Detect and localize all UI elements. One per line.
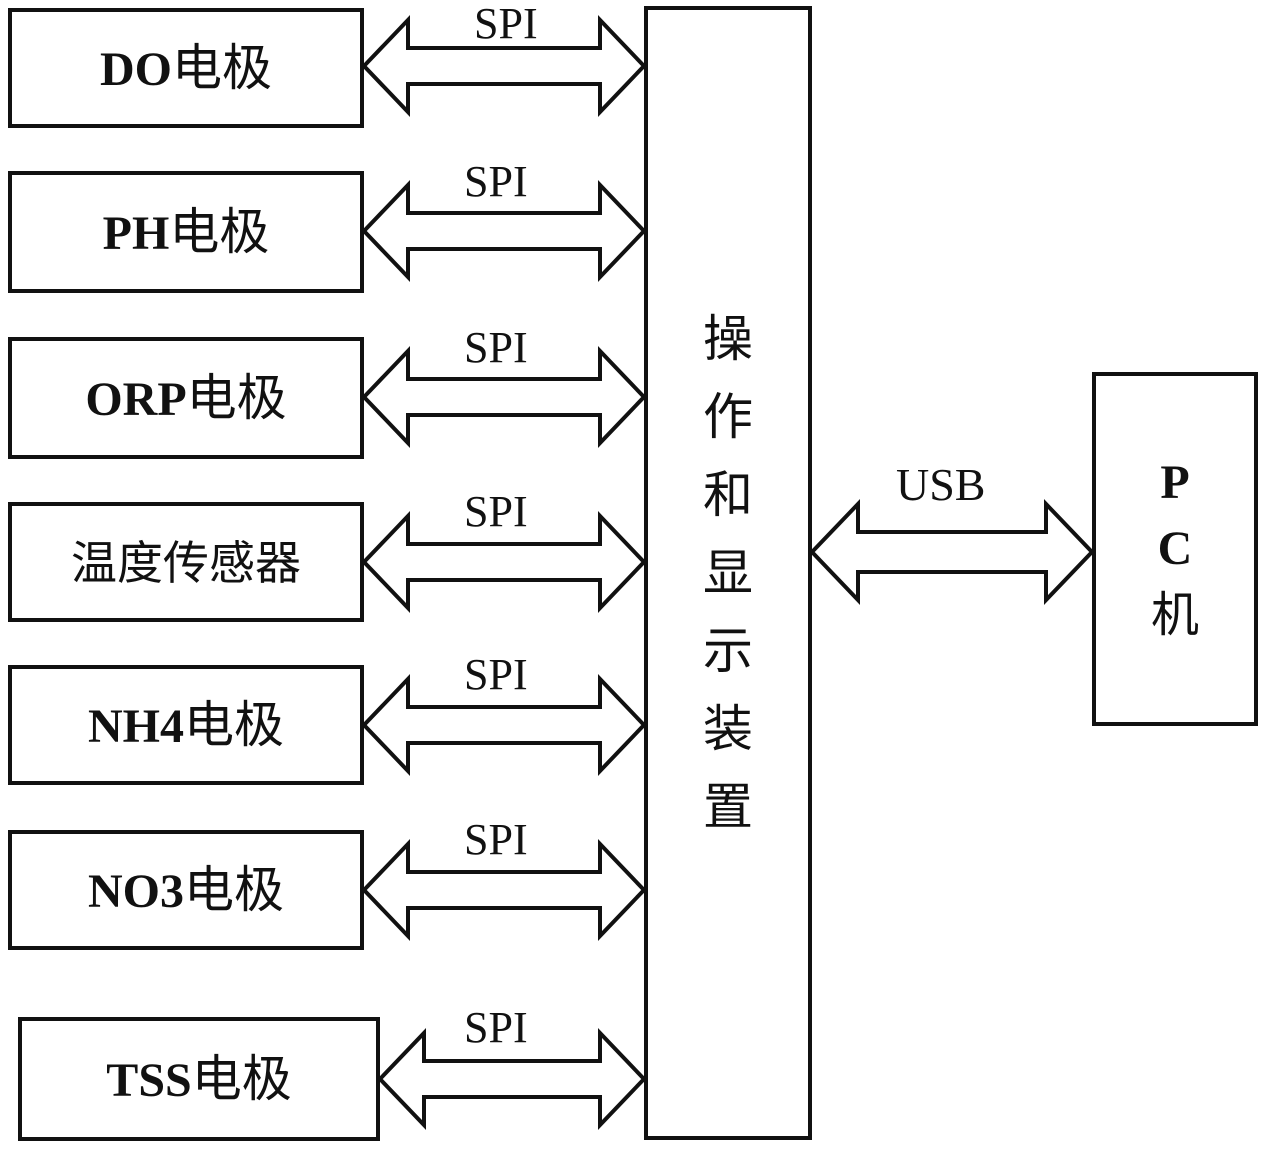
spi-label-orp: SPI [464,323,528,372]
sensor-label-no3: NO3电极 [88,860,284,919]
sensor-label-ph: PH电极 [102,202,270,261]
sensor-box-temperature: 温度传感器 [8,502,364,622]
sensor-label-do: DO电极 [100,38,272,97]
device-label: 操 作 和 显 示 装 置 [703,300,753,846]
spi-label-nh4: SPI [464,650,528,699]
spi-arrow-tss [377,1028,647,1130]
device-char: 置 [703,778,753,836]
spi-arrow-no3 [361,839,647,941]
spi-arrow-ph [361,180,647,282]
pc-box: P C 机 [1092,372,1258,726]
sensor-label-tss: TSS电极 [106,1049,292,1108]
device-char: 作 [703,388,753,446]
spi-arrow-do [361,15,647,117]
sensor-label-temperature: 温度传感器 [71,536,301,590]
usb-label: USB [896,459,986,510]
sensor-box-do: DO电极 [8,8,364,128]
spi-label-ph: SPI [464,157,528,206]
usb-arrow [809,499,1095,605]
device-char: 示 [703,622,753,680]
spi-arrow-nh4 [361,674,647,776]
pc-letter-p: P [1160,456,1190,509]
spi-label-temperature: SPI [464,487,528,536]
pc-char-machine: 机 [1150,587,1199,643]
pc-letter-c: C [1157,522,1193,575]
sensor-box-tss: TSS电极 [18,1017,380,1141]
sensor-box-nh4: NH4电极 [8,665,364,785]
sensor-box-orp: ORP电极 [8,337,364,459]
device-char: 显 [703,544,753,602]
spi-label-do: SPI [474,0,538,48]
sensor-box-ph: PH电极 [8,171,364,293]
sensor-label-nh4: NH4电极 [88,695,284,754]
operation-display-device: 操 作 和 显 示 装 置 [644,6,812,1140]
spi-arrow-orp [361,346,647,448]
device-char: 操 [703,310,753,368]
device-char: 和 [703,466,753,524]
sensor-label-orp: ORP电极 [85,368,287,427]
pc-label: P C 机 [1151,450,1199,648]
spi-arrow-temperature [361,511,647,613]
spi-label-no3: SPI [464,815,528,864]
device-char: 装 [703,700,753,758]
sensor-box-no3: NO3电极 [8,830,364,950]
spi-label-tss: SPI [464,1003,528,1052]
